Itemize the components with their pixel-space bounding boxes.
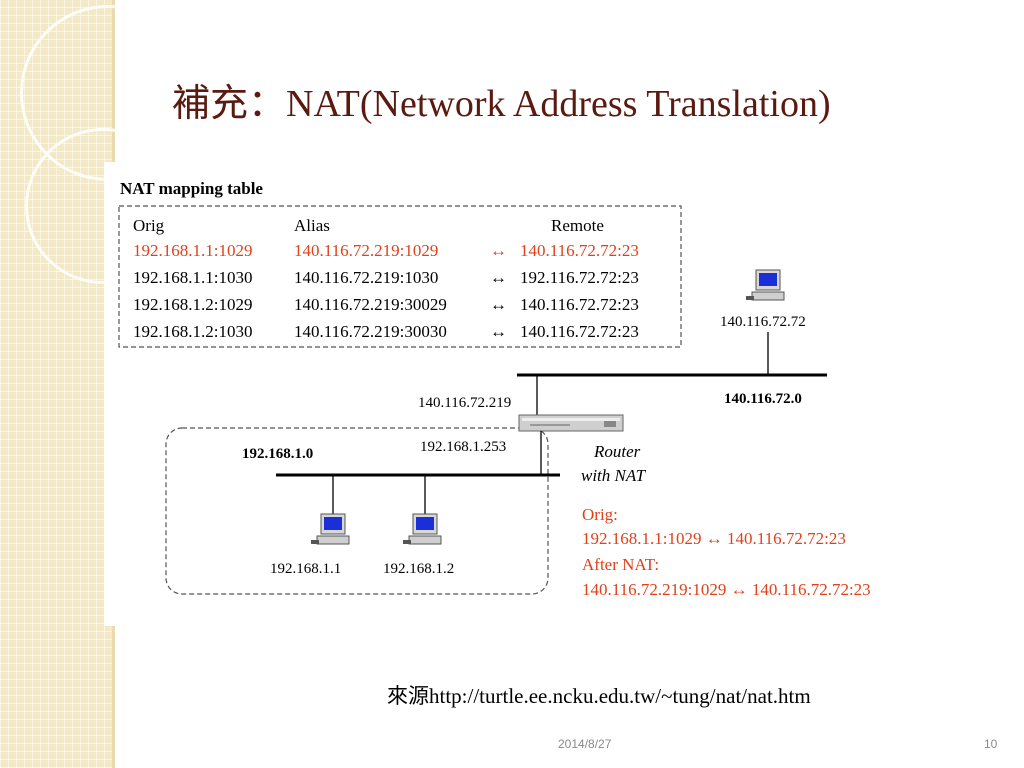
header-remote: Remote — [551, 216, 604, 235]
row-arrow-cell: ↔ — [490, 268, 507, 287]
router-label-1: Router — [594, 442, 641, 461]
row-orig-cell: 192.168.1.1:1030 — [133, 268, 253, 287]
example-orig-label: Orig: — [582, 505, 618, 524]
nat-diagram: NAT mapping table Orig Alias Remote 192.… — [104, 162, 964, 626]
row-remote-cell: 140.116.72.72:23 — [520, 241, 639, 260]
router-private-ip: 192.168.1.253 — [420, 439, 507, 455]
example-orig-value: 192.168.1.1:1029 ↔ 140.116.72.72:23 — [582, 529, 846, 548]
row-orig-cell: 192.168.1.2:1029 — [133, 295, 253, 314]
host2-computer-icon — [403, 513, 442, 545]
row-alias-cell: 140.116.72.219:1029 — [294, 241, 439, 260]
remote-computer-icon — [746, 269, 785, 301]
slide-title: 補充：NAT(Network Address Translation) — [172, 83, 831, 125]
row-orig-cell: 192.168.1.2:1030 — [133, 322, 253, 341]
slide-date: 2014/8/27 — [558, 737, 612, 751]
row-remote-cell: 140.116.72.72:23 — [520, 322, 639, 341]
source-caption: 來源http://turtle.ee.ncku.edu.tw/~tung/nat… — [387, 684, 811, 708]
example-after-value: 140.116.72.219:1029 ↔ 140.116.72.72:23 — [582, 580, 871, 599]
router-public-ip: 140.116.72.219 — [418, 395, 512, 411]
remote-host-ip: 140.116.72.72 — [720, 314, 806, 330]
host1-ip: 192.168.1.1 — [270, 561, 342, 577]
public-network-label: 140.116.72.0 — [724, 391, 802, 407]
row-remote-cell: 192.116.72.72:23 — [520, 268, 639, 287]
private-network-label: 192.168.1.0 — [242, 446, 314, 462]
host1-computer-icon — [311, 513, 350, 545]
diagram-canvas — [118, 205, 827, 595]
example-after-label: After NAT: — [582, 555, 660, 574]
router-label-2: with NAT — [581, 466, 646, 485]
row-alias-cell: 140.116.72.219:1030 — [294, 268, 439, 287]
row-alias-cell: 140.116.72.219:30030 — [294, 322, 447, 341]
host2-ip: 192.168.1.2 — [383, 561, 455, 577]
row-arrow-cell: ↔ — [490, 322, 507, 341]
row-arrow-cell: ↔ — [490, 241, 507, 260]
header-orig: Orig — [133, 216, 165, 235]
row-arrow-cell: ↔ — [490, 295, 507, 314]
router-icon — [518, 414, 624, 432]
row-alias-cell: 140.116.72.219:30029 — [294, 295, 447, 314]
mapping-table-frame — [118, 205, 682, 348]
header-alias: Alias — [294, 216, 330, 235]
private-network-frame — [165, 427, 549, 595]
page-number: 10 — [984, 737, 998, 751]
row-remote-cell: 140.116.72.72:23 — [520, 295, 639, 314]
mapping-table-title: NAT mapping table — [120, 179, 263, 198]
row-orig-cell: 192.168.1.1:1029 — [133, 241, 253, 260]
